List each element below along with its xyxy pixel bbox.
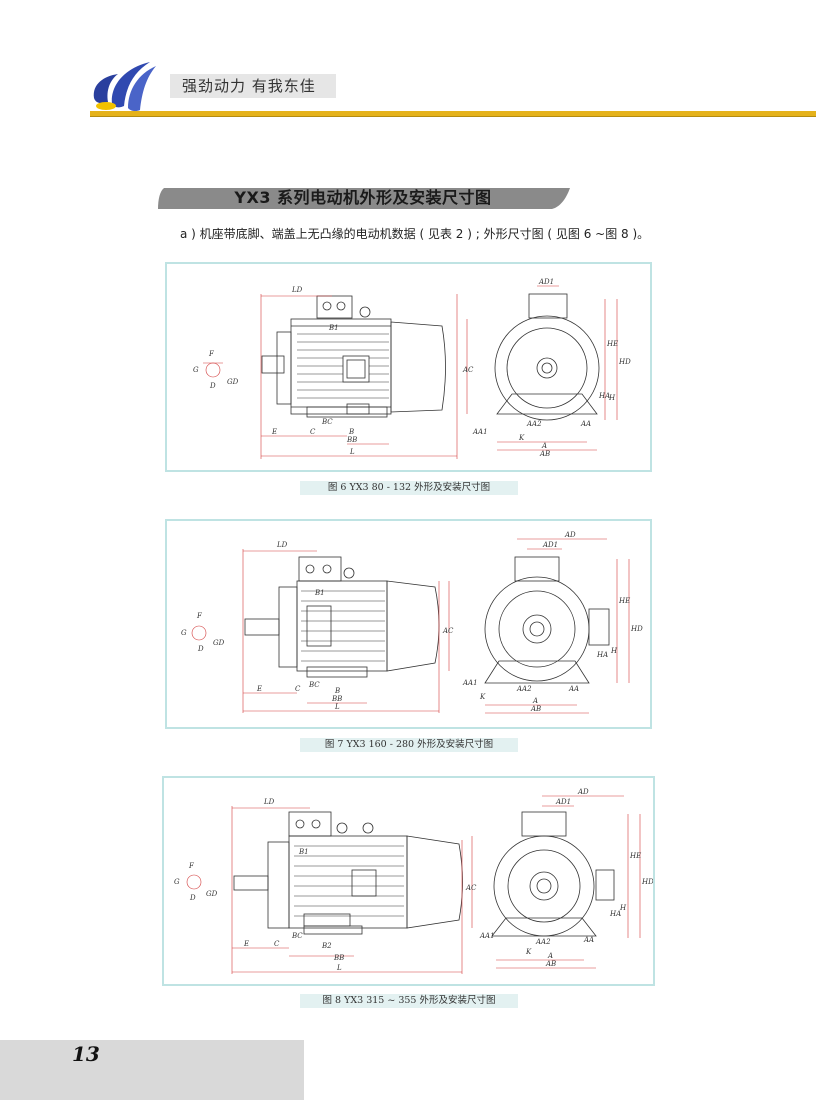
label-B: B (334, 687, 340, 695)
label-H: H (608, 394, 616, 402)
label-AA1: AA1 (472, 428, 488, 436)
header-rule (90, 111, 816, 116)
label-E: E (271, 428, 277, 436)
label-AA2: AA2 (516, 685, 532, 693)
slogan: 强劲动力 有我东佳 (170, 74, 336, 98)
label-HD: HD (630, 625, 643, 633)
label-G: G (193, 366, 199, 374)
label-BB: BB (333, 954, 344, 962)
label-E: E (243, 940, 249, 948)
label-L: L (349, 448, 355, 456)
company-logo (88, 58, 160, 114)
label-A: A (547, 952, 553, 960)
label-BC: BC (291, 932, 303, 940)
label-D: D (209, 382, 216, 390)
label-AB: AB (545, 960, 556, 968)
figure-7-drawing: LD B1 BC E C B BB L AC F G D GD AD AD1 H… (181, 531, 643, 714)
label-LD: LD (276, 541, 288, 549)
label-HE: HE (629, 852, 641, 860)
label-F: F (196, 612, 203, 620)
label-H: H (619, 904, 627, 912)
label-AC: AC (465, 884, 477, 892)
label-HE: HE (606, 340, 618, 348)
label-GD: GD (227, 378, 239, 386)
label-AD: AD (564, 531, 576, 539)
label-GD: GD (213, 639, 225, 647)
label-G: G (181, 629, 187, 637)
label-D: D (197, 645, 204, 653)
label-LD: LD (263, 798, 275, 806)
label-C: C (310, 428, 316, 436)
label-AA2: AA2 (535, 938, 551, 946)
section-title-banner: YX3 系列电动机外形及安装尺寸图 (156, 185, 570, 211)
footer-band (0, 1040, 304, 1100)
label-AC: AC (462, 366, 474, 374)
label-AB: AB (530, 705, 541, 713)
section-title: YX3 系列电动机外形及安装尺寸图 (234, 188, 492, 207)
label-AD1: AD1 (538, 278, 554, 286)
figure-6-frame: LD B1 BC E C B BB L AC F G D GD AD1 HE H… (165, 262, 652, 472)
label-HD: HD (618, 358, 631, 366)
label-C: C (295, 685, 301, 693)
label-BB: BB (346, 436, 357, 444)
label-F: F (188, 862, 195, 870)
label-HD: HD (641, 878, 653, 886)
label-AA2: AA2 (526, 420, 542, 428)
label-BC: BC (308, 681, 320, 689)
label-AA: AA (568, 685, 579, 693)
label-AB: AB (539, 450, 550, 458)
label-E: E (256, 685, 262, 693)
label-B2: B2 (321, 942, 332, 950)
figure-7-frame: LD B1 BC E C B BB L AC F G D GD AD AD1 H… (165, 519, 652, 729)
label-AD: AD (577, 788, 589, 796)
label-H: H (610, 647, 618, 655)
label-HE: HE (618, 597, 630, 605)
label-AC: AC (442, 627, 454, 635)
label-B1: B1 (328, 324, 339, 332)
label-K: K (479, 693, 486, 701)
label-GD: GD (206, 890, 218, 898)
label-K: K (525, 948, 532, 956)
label-G: G (174, 878, 180, 886)
label-C: C (274, 940, 280, 948)
label-A: A (532, 697, 538, 705)
figure-8-caption: 图 8 YX3 315 ~ 355 外形及安装尺寸图 (300, 994, 518, 1008)
label-HA: HA (596, 651, 608, 659)
label-A: A (541, 442, 547, 450)
figure-7-caption: 图 7 YX3 160 - 280 外形及安装尺寸图 (300, 738, 518, 752)
figure-6-caption: 图 6 YX3 80 - 132 外形及安装尺寸图 (300, 481, 518, 495)
label-AA: AA (580, 420, 591, 428)
figure-6-drawing: LD B1 BC E C B BB L AC F G D GD AD1 HE H… (193, 278, 631, 459)
label-K: K (518, 434, 525, 442)
label-BB: BB (331, 695, 342, 703)
label-D: D (189, 894, 196, 902)
label-F: F (208, 350, 215, 358)
label-L: L (336, 964, 342, 972)
label-B: B (348, 428, 354, 436)
page-number: 13 (72, 1042, 100, 1066)
label-B1: B1 (298, 848, 309, 856)
figure-8-frame: LD B1 BC E C B2 BB L AC F G D GD AD AD1 … (162, 776, 655, 986)
header-rule-shadow (90, 116, 816, 117)
label-L: L (334, 703, 340, 711)
intro-text: a ) 机座带底脚、端盖上无凸缘的电动机数据 ( 见表 2 ) ; 外形尺寸图 … (180, 227, 650, 241)
label-BC: BC (321, 418, 333, 426)
label-AD1: AD1 (542, 541, 558, 549)
label-AA1: AA1 (462, 679, 478, 687)
label-HA: HA (598, 392, 610, 400)
figure-8-drawing: LD B1 BC E C B2 BB L AC F G D GD AD AD1 … (174, 788, 653, 974)
label-B1: B1 (314, 589, 325, 597)
label-AA1: AA1 (479, 932, 495, 940)
label-AA: AA (583, 936, 594, 944)
label-HA: HA (609, 910, 621, 918)
label-AD1: AD1 (555, 798, 571, 806)
label-LD: LD (291, 286, 303, 294)
